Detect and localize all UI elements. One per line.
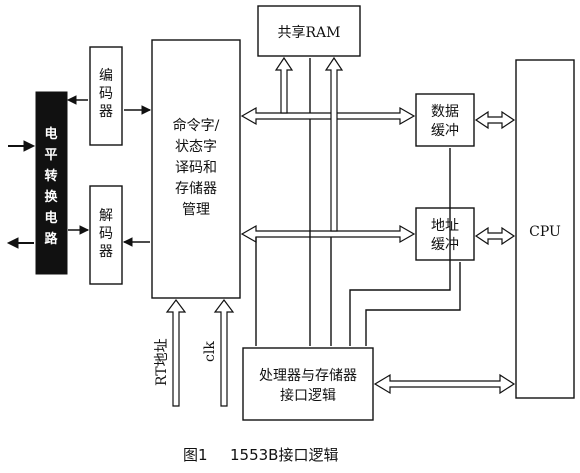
encoder-to-converter-arrow (66, 95, 88, 105)
address-buffer-to-interface-line (365, 262, 461, 346)
label-line: 状态字 (175, 139, 217, 155)
rt-address-label: RT地址 (154, 338, 170, 386)
label-line: 处理器与存储器 (259, 368, 357, 384)
label-line: 电 (44, 126, 57, 142)
figure-number: 图1 (183, 446, 208, 464)
label-line: 存储器 (175, 181, 217, 197)
data-buffer-cpu-link (474, 110, 516, 130)
processor-interface-block: 处理器与存储器接口逻辑 (242, 347, 374, 421)
label-line: 译码和 (175, 160, 217, 176)
external-input-arrow (8, 140, 36, 152)
label-line: 命令字/ (173, 117, 220, 134)
encoder-block: 编码器 (89, 46, 123, 146)
clk-label: clk (202, 341, 218, 362)
label-line: 数据 (431, 104, 459, 120)
label-line: 解 (99, 208, 113, 224)
label-line: 地址 (431, 218, 459, 234)
decoder-block: 解码器 (89, 185, 123, 285)
address-buffer-label: 地址缓冲 (431, 218, 459, 253)
address-buffer-block: 地址缓冲 (415, 207, 475, 261)
label-line: 缓冲 (431, 237, 459, 253)
label-line: 电 (44, 210, 57, 226)
data-buffer-block: 数据缓冲 (415, 93, 475, 147)
command-manager-block: 命令字/状态字译码和存储器管理 (151, 39, 241, 299)
command-manager-label: 命令字/状态字译码和存储器管理 (173, 117, 220, 218)
data-buffer-label: 数据缓冲 (431, 104, 459, 139)
label-line: 器 (99, 244, 113, 260)
data-buffer-to-interface-line (349, 148, 451, 346)
figure-title: 1553B接口逻辑 (230, 446, 338, 464)
level-converter-block: 电平转换电路 (35, 91, 68, 275)
cpu-block: CPU (515, 59, 575, 399)
clk-input-arrow (213, 299, 235, 407)
converter-to-decoder-arrow (68, 225, 90, 235)
manager-to-decoder-arrow (122, 237, 150, 247)
label-line: 缓冲 (431, 123, 459, 139)
interface-cpu-link (373, 373, 516, 395)
cpu-label: CPU (529, 224, 561, 240)
label-line: 接口逻辑 (280, 387, 336, 404)
decoder-label: 解码器 (99, 208, 113, 260)
ram-address-link (324, 56, 344, 232)
shared-ram-label: 共享RAM (278, 24, 341, 41)
label-line: 换 (44, 189, 58, 205)
encoder-label: 编码器 (99, 68, 113, 120)
processor-interface-label: 处理器与存储器接口逻辑 (259, 368, 357, 404)
address-bus (240, 224, 416, 244)
label-line: 码 (99, 226, 113, 242)
bus-to-interface-lines (255, 237, 332, 346)
rt-address-input-arrow (165, 299, 187, 407)
label-line: 编 (99, 68, 113, 84)
label-line: 器 (99, 104, 113, 120)
manager-to-encoder-arrow (124, 105, 152, 115)
address-buffer-cpu-link (474, 226, 516, 246)
label-line: 转 (44, 168, 57, 184)
level-converter-label: 电平转换电路 (44, 126, 58, 247)
ram-data-link (274, 56, 294, 114)
data-bus (240, 106, 416, 126)
label-line: 平 (44, 148, 57, 163)
label-line: 管理 (182, 202, 210, 218)
label-line: 路 (44, 231, 58, 247)
label-line: 码 (99, 86, 113, 102)
shared-ram-block: 共享RAM (257, 5, 361, 57)
external-output-arrow (6, 237, 34, 249)
